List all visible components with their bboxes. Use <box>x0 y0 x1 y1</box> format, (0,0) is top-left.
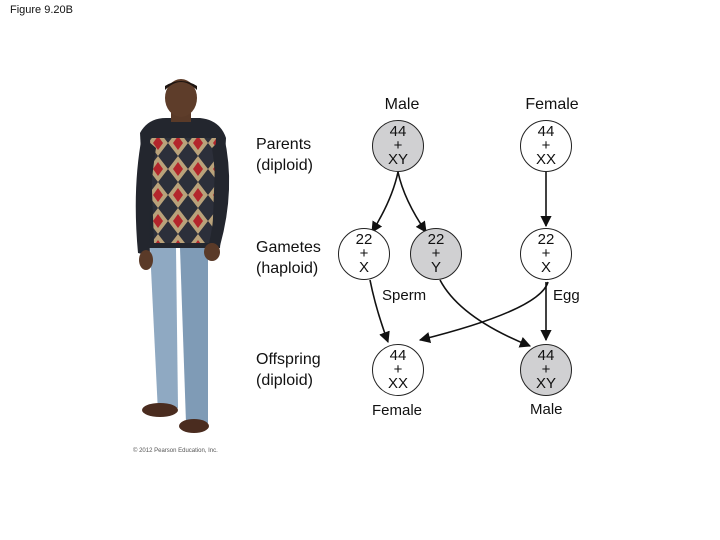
offspring-male-label: Male <box>530 401 563 418</box>
offspring-female-label: Female <box>372 402 422 419</box>
sperm-y-cell: 22 + Y <box>410 228 462 280</box>
sperm-x-cell: 22 + X <box>338 228 390 280</box>
cell-sex-chromosomes: XX <box>388 377 408 391</box>
egg-x-cell: 22 + X <box>520 228 572 280</box>
arrow-egg-to-female <box>420 282 548 340</box>
cell-sex-chromosomes: XY <box>388 153 408 167</box>
sperm-label: Sperm <box>382 287 426 304</box>
cell-sex-chromosomes: Y <box>431 261 441 275</box>
arrow-sperm-y-to-male <box>440 280 530 346</box>
arrow-male-to-sperm-y <box>398 172 426 232</box>
parent-male-cell: 44 + XY <box>372 120 424 172</box>
parent-female-cell: 44 + XX <box>520 120 572 172</box>
offspring-male-cell: 44 + XY <box>520 344 572 396</box>
cell-sex-chromosomes: X <box>541 261 551 275</box>
arrow-male-to-sperm-x <box>372 172 398 232</box>
cell-sex-chromosomes: XY <box>536 377 556 391</box>
cell-sex-chromosomes: X <box>359 261 369 275</box>
cell-sex-chromosomes: XX <box>536 153 556 167</box>
egg-label: Egg <box>553 287 580 304</box>
offspring-female-cell: 44 + XX <box>372 344 424 396</box>
